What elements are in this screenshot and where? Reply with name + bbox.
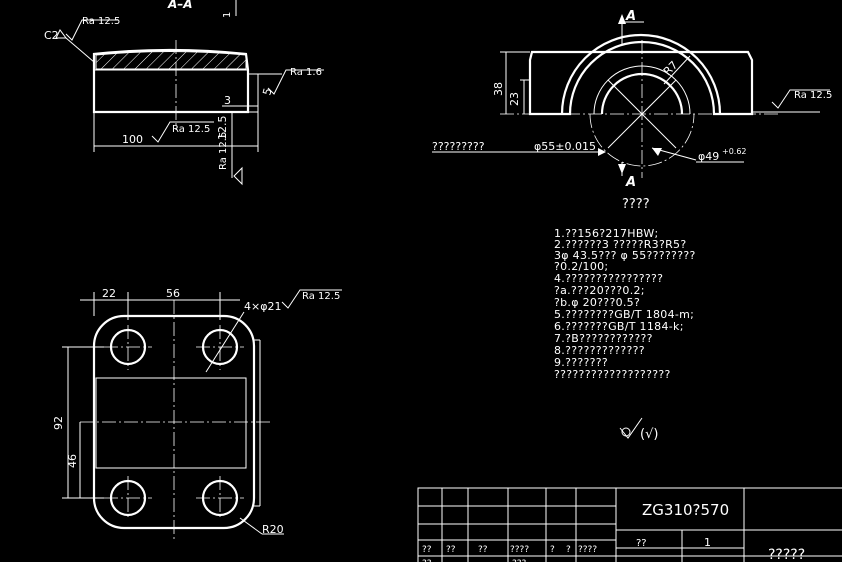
dim-92: 92: [52, 416, 65, 430]
note-line: 1.??156?217HBW;: [554, 227, 659, 240]
scale-value: 1: [704, 536, 711, 549]
header-cell: ??: [422, 545, 432, 555]
roughness-symbol-icon-5: [281, 289, 342, 309]
note-line: ?a.???20???0.2;: [554, 284, 645, 297]
note-line: 9.???????: [554, 356, 608, 369]
note-line: 3φ 43.5??? φ 55????????: [554, 249, 696, 262]
bottom-cell: ??: [422, 559, 432, 562]
dim-100: 100: [122, 133, 143, 146]
note-line: 7.?B????????????: [554, 332, 653, 345]
section-arrow-bottom: A: [625, 175, 636, 190]
ra-right: Ra 1.6: [290, 67, 322, 78]
dim-1-label: 1: [222, 12, 233, 18]
roughness-symbol-icon-3: [151, 121, 214, 143]
qty-label: ??: [636, 538, 647, 549]
note-line: 5.????????GB/T 1804-m;: [554, 308, 694, 321]
ra-vertical: Ra 12.5: [218, 132, 229, 170]
dia-55: φ55±0.015: [534, 140, 596, 153]
ra-top: Ra 12.5: [82, 16, 120, 27]
technical-notes: ???? 1.??156?217HBW; 2.??????3 ?????R3?R…: [554, 197, 696, 442]
leader-text: ?????????: [432, 140, 485, 153]
dim-23: 23: [508, 92, 521, 106]
dia-49: φ49: [698, 150, 719, 163]
header-cell: ?: [566, 545, 571, 555]
section-label: A–A: [167, 0, 193, 11]
surface-finish-icon: [619, 417, 643, 439]
part-name: ?????: [768, 547, 805, 562]
ra-bottom: Ra 12.5: [172, 124, 210, 135]
chamfer-label: C2: [44, 29, 59, 42]
header-cell: ?: [550, 545, 555, 555]
hole-circle: [109, 479, 147, 517]
dim-46: 46: [66, 454, 79, 468]
title-block: ZG310?570 ????? 1 ?? ?? ?? ?? ???? ? ? ?…: [417, 487, 842, 562]
hole-circle: [109, 328, 147, 366]
front-view: A A 38 23 R7 Ra 12.5: [432, 9, 832, 190]
note-line: 8.?????????????: [554, 344, 645, 357]
surface-symbol: (√): [640, 427, 658, 442]
note-line: ???????????????????: [554, 368, 671, 381]
dim-12-5: 12.5: [216, 116, 229, 141]
note-line: 4.????????????????: [554, 272, 663, 285]
dim-r7: R7: [661, 59, 681, 79]
radius-r20: R20: [262, 523, 284, 536]
notes-title: ????: [622, 197, 650, 212]
section-view-a-a: A–A 1 C2 Ra 12.5 Ra 1.6 3 5: [44, 0, 324, 186]
material-text: ZG310?570: [642, 501, 729, 519]
section-arrow-top: A: [625, 9, 636, 24]
note-line: 6.???????GB/T 1184-k;: [554, 320, 684, 333]
roughness-symbol-icon-2: [267, 69, 324, 95]
header-cell: ??: [446, 545, 456, 555]
hole-circle: [201, 479, 239, 517]
holes-callout: 4×φ21: [244, 300, 281, 313]
note-line: 2.??????3 ?????R3?R5?: [554, 238, 686, 251]
hole-circle: [201, 328, 239, 366]
roughness-symbol-icon: [65, 19, 118, 41]
roughness-symbol-icon-4: [771, 89, 830, 109]
dim-3: 3: [224, 94, 231, 107]
dim-38: 38: [492, 82, 505, 96]
dim-56: 56: [166, 287, 180, 300]
ra-plan: Ra 12.5: [302, 291, 340, 302]
note-line: ?0.2/100;: [554, 260, 608, 273]
bottom-cell: ???: [512, 559, 527, 562]
dim-22: 22: [102, 287, 116, 300]
header-cell: ??: [478, 545, 488, 555]
ra-right-2: Ra 12.5: [794, 90, 832, 101]
header-cell: ????: [510, 545, 529, 555]
header-cell: ????: [578, 545, 597, 555]
note-line: ?b.φ 20???0.5?: [554, 296, 640, 309]
dim-5: 5: [260, 87, 274, 97]
plan-view: 22 56 4×φ21 Ra 12.5 92 46: [52, 287, 342, 540]
dia-49-tol: +0.62: [722, 147, 747, 156]
